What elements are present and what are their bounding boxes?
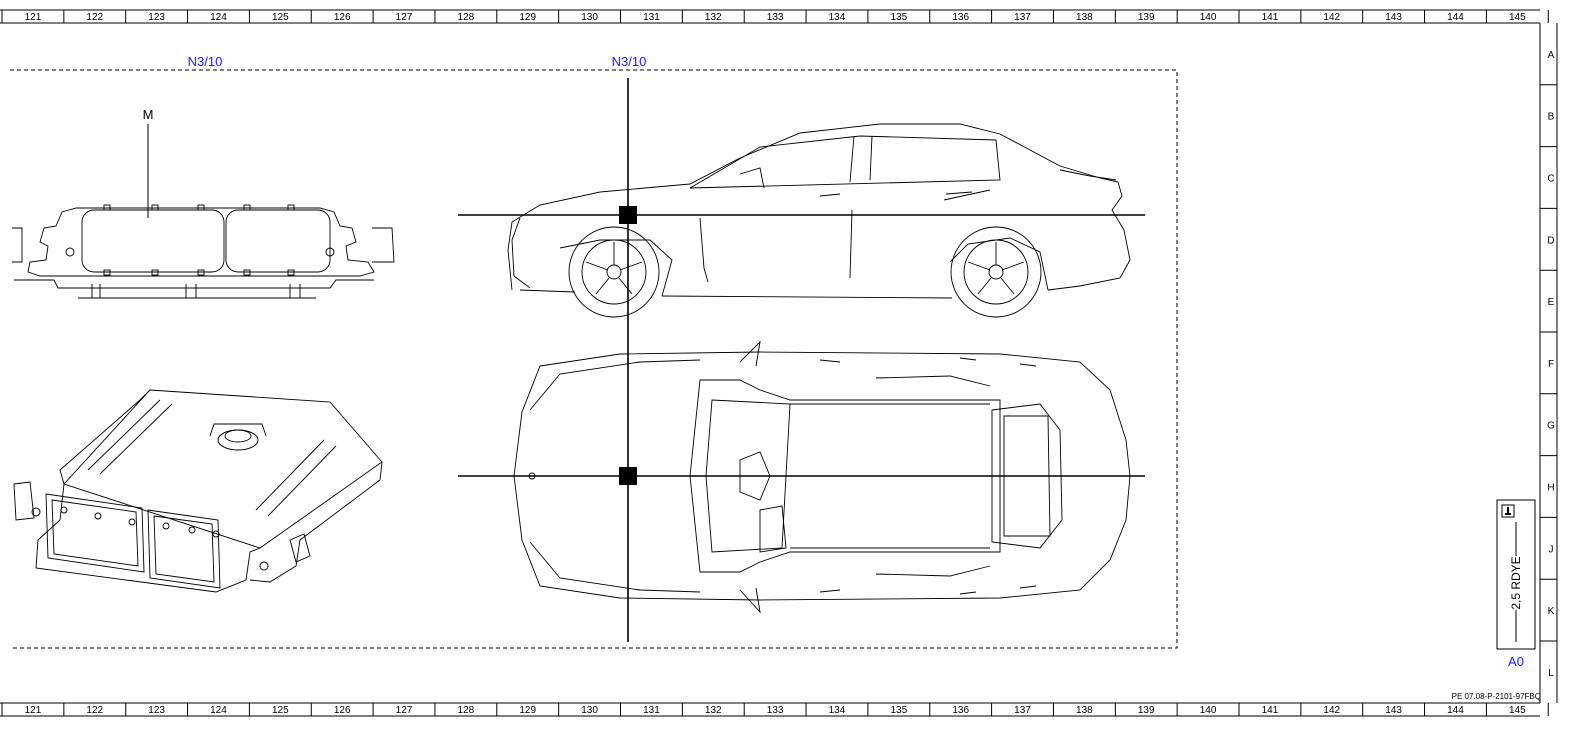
column-ruler-bottom-label: 130 [581,705,598,716]
column-ruler-top-label: 135 [890,12,907,23]
column-ruler-top-label: 145 [1509,12,1526,23]
column-ruler-bottom-label: 132 [705,705,722,716]
column-ruler-bottom-label: 144 [1447,705,1464,716]
row-ruler-label: J [1549,544,1554,555]
column-ruler-bottom-label: 133 [767,705,784,716]
location-crosshairs [458,78,1145,642]
connector-ref-label: A0 [1508,654,1524,669]
column-ruler-top-label: 125 [272,12,289,23]
document-code: PE 07.08-P-2101-97FBQ [1452,692,1541,701]
column-ruler-top-label: 123 [148,12,165,23]
row-ruler-label: L [1548,668,1554,679]
column-ruler-bottom-label: 138 [1076,705,1093,716]
row-ruler-label: A [1548,50,1555,61]
row-ruler-label: K [1548,606,1555,617]
column-ruler-top-label: 141 [1262,12,1279,23]
column-ruler-top-label: 143 [1385,12,1402,23]
component-boundary-dashed [10,69,1178,649]
ground-connector-icon [1501,504,1515,518]
column-ruler-bottom-label: 126 [334,705,351,716]
column-ruler-top-label: 132 [705,12,722,23]
column-ruler-top-label: 122 [86,12,103,23]
column-ruler-top-label: 142 [1323,12,1340,23]
column-ruler-top-label: 126 [334,12,351,23]
column-ruler-bottom-label: 122 [86,705,103,716]
column-ruler-bottom: 121 122 123 124 125 126 127 128 129 130 131 132 133 1… [1,703,1549,716]
column-ruler-top-label: 133 [767,12,784,23]
column-ruler-top-label: 131 [643,12,660,23]
wire-spec-label: 2,5 RDYE [1509,556,1523,609]
column-ruler-bottom-label: 124 [210,705,227,716]
column-ruler-bottom-label: 121 [25,705,42,716]
column-ruler-top-label: 128 [458,12,475,23]
column-ruler-bottom-label: 145 [1509,705,1526,716]
column-ruler-top-label: 137 [1014,12,1031,23]
column-ruler-top-label: 121 [25,12,42,23]
vehicle-side-view [507,123,1131,318]
row-ruler-label: H [1547,483,1554,494]
column-ruler-top-label: 140 [1200,12,1217,23]
row-ruler-label: E [1548,297,1555,308]
column-ruler-bottom-label: 140 [1200,705,1217,716]
column-ruler-bottom-label: 125 [272,705,289,716]
column-ruler-top-label: 144 [1447,12,1464,23]
column-ruler-bottom-label: 128 [458,705,475,716]
column-ruler-top-label: 136 [952,12,969,23]
vehicle-top-view [513,340,1131,614]
column-ruler-top-label: 130 [581,12,598,23]
column-ruler-bottom-label: 129 [519,705,536,716]
location-marker-side-view [619,206,637,224]
row-ruler-label: F [1548,359,1554,370]
column-ruler-bottom-label: 136 [952,705,969,716]
column-ruler-top-label: 129 [519,12,536,23]
column-ruler-bottom-label: 134 [829,705,846,716]
column-ruler-top-label: 138 [1076,12,1093,23]
column-ruler-bottom-label: 131 [643,705,660,716]
location-marker-top-view [619,467,637,485]
component-label-left: N3/10 [188,54,223,69]
control-unit-side-view [12,204,395,299]
column-ruler-bottom-label: 143 [1385,705,1402,716]
connector-box: 2,5 RDYE [1496,499,1536,650]
column-ruler-bottom-label: 142 [1323,705,1340,716]
column-ruler-top-label: 127 [396,12,413,23]
callout-label-m: M [143,107,154,122]
column-ruler-top-label: 124 [210,12,227,23]
column-ruler-top: 121 122 123 124 125 126 127 128 129 130 131 132 133 1… [1,10,1549,23]
control-unit-isometric-view [13,389,383,593]
row-ruler-label: B [1548,112,1555,123]
column-ruler-bottom-label: 139 [1138,705,1155,716]
column-ruler-bottom-label: 123 [148,705,165,716]
row-ruler-label: D [1547,235,1554,246]
column-ruler-top-label: 134 [829,12,846,23]
column-ruler-top-label: 139 [1138,12,1155,23]
column-ruler-bottom-label: 137 [1014,705,1031,716]
column-ruler-bottom-label: 135 [890,705,907,716]
component-label-center: N3/10 [612,54,647,69]
row-ruler-right: A B C D E F G H J K L [1540,50,1557,679]
row-ruler-label: G [1547,421,1555,432]
column-ruler-bottom-label: 141 [1262,705,1279,716]
row-ruler-label: C [1547,174,1554,185]
frame [0,9,1558,717]
column-ruler-bottom-label: 127 [396,705,413,716]
